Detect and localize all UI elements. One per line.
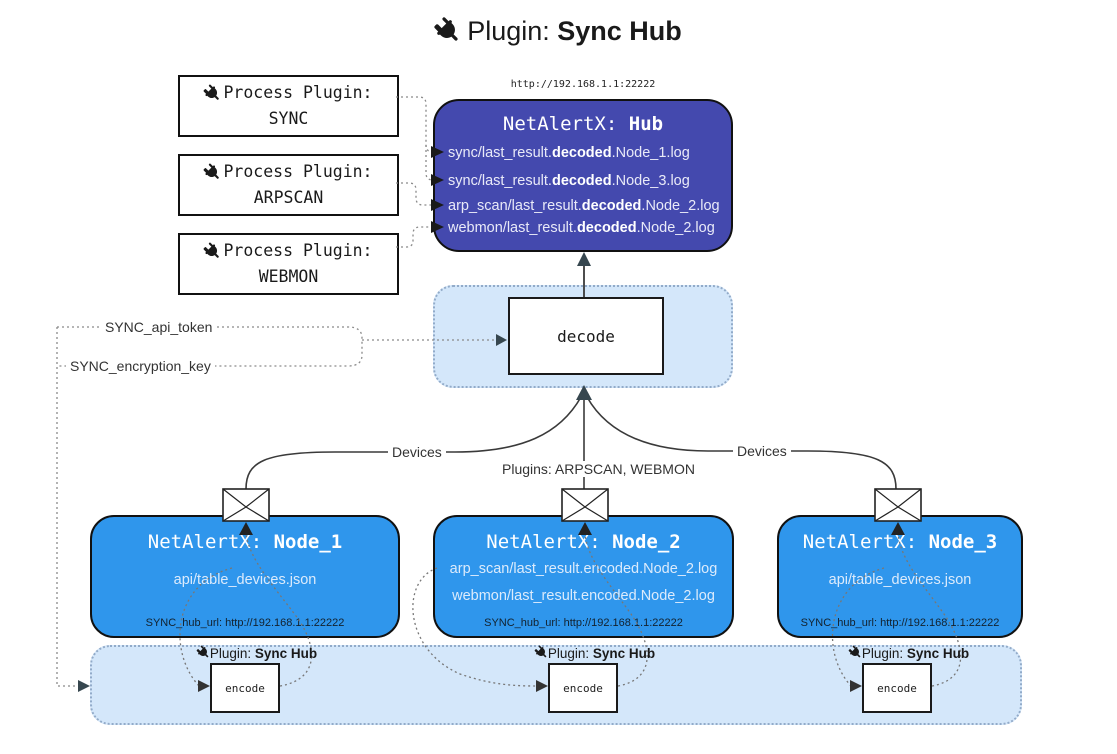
hub-log-line: webmon/last_result.decoded.Node_2.log	[448, 220, 715, 236]
hub-log-line: sync/last_result.decoded.Node_3.log	[448, 173, 690, 189]
node-hub-url: SYNC_hub_url: http://192.168.1.1:22222	[484, 617, 683, 629]
plugin-to-hub-wires	[396, 96, 434, 248]
devices-right-label: Devices	[733, 443, 791, 459]
plug-icon	[534, 645, 547, 658]
decode-to-hub-arrowhead	[577, 252, 591, 266]
process-plugin-label: Process Plugin:	[223, 241, 373, 261]
process-plugin-name: WEBMON	[258, 267, 319, 286]
encode-box: encode	[862, 663, 932, 713]
node-file: webmon/last_result.encoded.Node_2.log	[452, 588, 715, 604]
hub-log-line: sync/last_result.decoded.Node_1.log	[448, 145, 690, 161]
hub-box: NetAlertX: Hub sync/last_result.decoded.…	[433, 99, 733, 252]
strip-in-arrowhead	[78, 680, 90, 692]
hub-log-line: arp_scan/last_result.decoded.Node_2.log	[448, 198, 720, 214]
process-plugin-sync: Process Plugin: SYNC	[178, 75, 399, 137]
node-file: api/table_devices.json	[173, 572, 317, 588]
node-title: NetAlertX: Node_3	[802, 531, 998, 553]
node-1-box: NetAlertX: Node_1 api/table_devices.json…	[90, 515, 400, 638]
encoder-plugin-label: Plugin: Sync Hub	[510, 645, 680, 661]
diagram-title: Plugin: Sync Hub	[0, 16, 1117, 47]
node-title: NetAlertX: Node_1	[147, 531, 343, 553]
hub-url-label: http://192.168.1.1:22222	[510, 79, 656, 90]
plug-icon	[434, 17, 458, 41]
node-3-box: NetAlertX: Node_3 api/table_devices.json…	[777, 515, 1023, 638]
process-plugin-arpscan: Process Plugin: ARPSCAN	[178, 154, 399, 216]
process-plugin-name: SYNC	[268, 109, 309, 128]
devices-left-label: Devices	[388, 444, 446, 460]
encoder-plugin-label: Plugin: Sync Hub	[824, 645, 994, 661]
node-hub-url: SYNC_hub_url: http://192.168.1.1:22222	[800, 617, 1000, 629]
title-prefix: Plugin:	[467, 16, 558, 46]
node-hub-url: SYNC_hub_url: http://192.168.1.1:22222	[145, 617, 345, 629]
hub-title: NetAlertX: Hub	[502, 113, 664, 135]
plug-icon	[204, 84, 220, 100]
node-2-box: NetAlertX: Node_2 arp_scan/last_result.e…	[433, 515, 734, 638]
encode-box: encode	[210, 663, 280, 713]
plugins-edge-label: Plugins: ARPSCAN, WEBMON	[498, 461, 699, 477]
sync-api-token-label: SYNC_api_token	[101, 319, 217, 335]
node-file: api/table_devices.json	[828, 572, 972, 588]
encoder-plugin-label: Plugin: Sync Hub	[172, 645, 342, 661]
process-plugin-label: Process Plugin:	[223, 83, 373, 103]
plug-icon	[204, 242, 220, 258]
plug-icon	[204, 163, 220, 179]
process-plugin-name: ARPSCAN	[253, 188, 324, 207]
encode-box: encode	[548, 663, 618, 713]
node-file: arp_scan/last_result.encoded.Node_2.log	[449, 561, 718, 577]
node-title: NetAlertX: Node_2	[486, 531, 681, 553]
process-plugin-label: Process Plugin:	[223, 162, 373, 182]
sync-encryption-key-label: SYNC_encryption_key	[66, 358, 215, 374]
process-plugin-webmon: Process Plugin: WEBMON	[178, 233, 399, 295]
decode-box: decode	[508, 297, 664, 375]
title-name: Sync Hub	[557, 16, 682, 46]
